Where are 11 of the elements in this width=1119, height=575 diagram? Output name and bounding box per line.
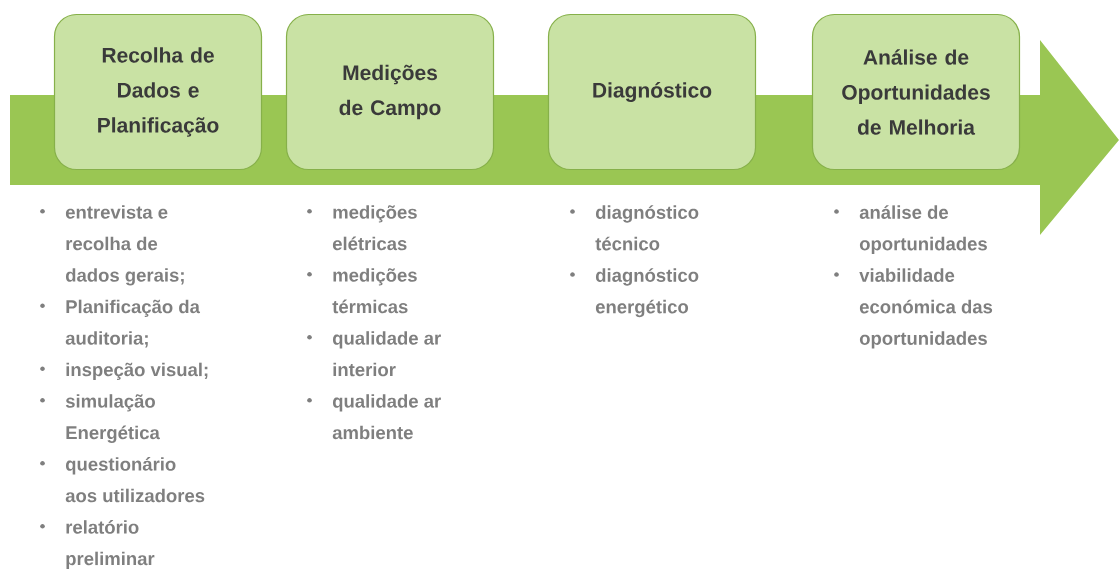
bullet-item: qualidade ar ambiente xyxy=(307,394,441,440)
bullet-item: inspeção visual; xyxy=(40,362,208,380)
stage-box: Análise de Oportunidades de Melhoria xyxy=(811,13,1021,171)
bullet-item: relatório preliminar xyxy=(40,520,155,569)
stage-box: Recolha de Dados e Planificação xyxy=(53,13,263,171)
stage-box: Diagnóstico xyxy=(547,13,757,171)
bullet-item: Planificação da auditoria; xyxy=(40,299,200,348)
bullet-item: entrevista e recolha de dados gerais; xyxy=(40,205,184,286)
stage-box: Medições de Campo xyxy=(285,13,495,171)
bullet-item: diagnóstico energético xyxy=(570,268,699,318)
bullet-item: viabilidade económica das oportunidades xyxy=(834,268,993,349)
